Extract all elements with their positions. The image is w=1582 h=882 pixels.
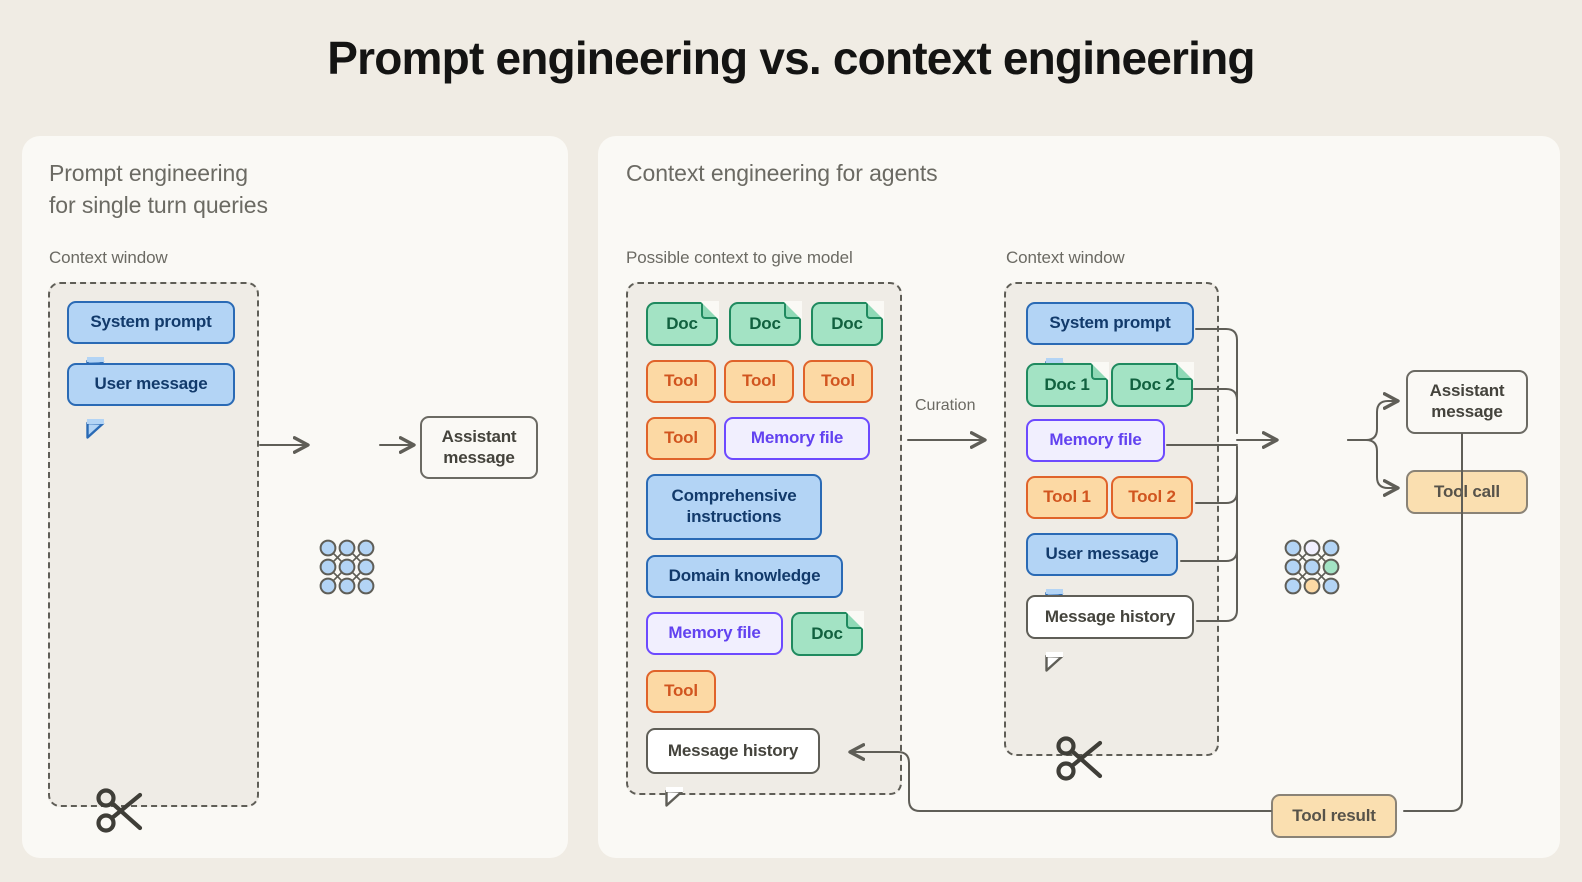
left-trim-scissors-icon bbox=[95, 784, 149, 836]
bubble-tail-icon bbox=[1045, 635, 1068, 672]
node-memory-file-1[interactable]: Memory file bbox=[724, 417, 870, 460]
node-label: System prompt bbox=[90, 312, 212, 332]
node-label: Tool bbox=[664, 371, 698, 391]
node-label: Memory file bbox=[1049, 430, 1142, 450]
curation-label: Curation bbox=[915, 397, 976, 414]
panel-prompt-engineering: Prompt engineering for single turn queri… bbox=[22, 136, 568, 858]
node-tool-3[interactable]: Tool bbox=[803, 360, 873, 403]
ctx-node-memory-file[interactable]: Memory file bbox=[1026, 419, 1165, 462]
node-label: Doc 1 bbox=[1044, 374, 1090, 394]
node-label: Comprehensive instructions bbox=[671, 486, 797, 526]
node-doc-2[interactable]: Doc bbox=[729, 301, 802, 346]
node-label: Doc 2 bbox=[1129, 374, 1175, 394]
node-label: Message history bbox=[1044, 606, 1176, 626]
output-assistant-message[interactable]: Assistant message bbox=[1406, 370, 1528, 434]
page-title: Prompt engineering vs. context engineeri… bbox=[327, 32, 1255, 84]
right-panel-heading: Context engineering for agents bbox=[626, 160, 938, 186]
left-context-window bbox=[48, 282, 259, 807]
left-panel-heading: Prompt engineering for single turn queri… bbox=[49, 160, 268, 218]
node-label: Memory file bbox=[668, 623, 761, 643]
node-domain-knowledge[interactable]: Domain knowledge bbox=[646, 555, 843, 598]
ctx-node-tool-2[interactable]: Tool 2 bbox=[1111, 476, 1193, 519]
node-label: Tool bbox=[821, 371, 855, 391]
node-label: User message bbox=[94, 374, 208, 394]
panel-context-engineering: Context engineering for agents Possible … bbox=[598, 136, 1560, 858]
node-label: Memory file bbox=[750, 428, 844, 448]
node-tool-1[interactable]: Tool bbox=[646, 360, 716, 403]
node-label: System prompt bbox=[1049, 313, 1171, 333]
possible-context-label: Possible context to give model bbox=[626, 248, 853, 267]
node-user-message[interactable]: User message bbox=[67, 363, 235, 439]
node-label: Message history bbox=[667, 740, 799, 760]
bubble-tail-icon bbox=[1045, 572, 1068, 609]
feedback-tool-result[interactable]: Tool result bbox=[1271, 794, 1397, 838]
ctx-node-system-prompt[interactable]: System prompt bbox=[1026, 302, 1194, 378]
node-label: Doc bbox=[831, 313, 863, 333]
right-context-window-label: Context window bbox=[1006, 248, 1125, 267]
ctx-node-doc-2[interactable]: Doc 2 bbox=[1111, 362, 1194, 407]
ctx-node-user-message[interactable]: User message bbox=[1026, 533, 1178, 609]
node-memory-file-2[interactable]: Memory file bbox=[646, 612, 783, 655]
left-output-assistant-message[interactable]: Assistant message bbox=[420, 416, 538, 479]
node-label: Tool 2 bbox=[1128, 487, 1176, 507]
node-tool-2[interactable]: Tool bbox=[724, 360, 794, 403]
bubble-tail-icon bbox=[86, 340, 109, 377]
node-label: Tool bbox=[664, 428, 698, 448]
node-label: Doc bbox=[811, 623, 843, 643]
agent-model-neural-network-icon bbox=[1281, 536, 1343, 598]
node-label: Domain knowledge bbox=[668, 566, 821, 586]
output-tool-call[interactable]: Tool call bbox=[1406, 470, 1528, 514]
left-context-window-label: Context window bbox=[49, 248, 168, 267]
node-label: Doc bbox=[749, 313, 781, 333]
bubble-tail-icon bbox=[665, 770, 688, 807]
right-trim-scissors-icon bbox=[1055, 732, 1109, 784]
node-label: Doc bbox=[666, 313, 698, 333]
node-comprehensive-instructions[interactable]: Comprehensive instructions bbox=[646, 474, 822, 540]
node-doc-1[interactable]: Doc bbox=[646, 301, 719, 346]
bubble-tail-icon bbox=[86, 402, 109, 439]
node-system-prompt[interactable]: System prompt bbox=[67, 301, 235, 377]
bubble-tail-icon bbox=[1045, 341, 1068, 378]
agent-context-window bbox=[1004, 282, 1219, 756]
node-label: Tool 1 bbox=[1043, 487, 1091, 507]
node-label: Tool call bbox=[1434, 481, 1500, 501]
ctx-node-doc-1[interactable]: Doc 1 bbox=[1026, 362, 1109, 407]
node-tool-4[interactable]: Tool bbox=[646, 417, 716, 460]
ctx-node-message-history[interactable]: Message history bbox=[1026, 595, 1194, 672]
node-label: Tool result bbox=[1292, 805, 1376, 825]
node-label: Assistant message bbox=[1429, 381, 1505, 421]
node-tool-5[interactable]: Tool bbox=[646, 670, 716, 713]
node-label: Tool bbox=[664, 681, 698, 701]
node-label: Tool bbox=[742, 371, 776, 391]
node-doc-4[interactable]: Doc bbox=[791, 611, 864, 656]
node-message-history-possible[interactable]: Message history bbox=[646, 728, 820, 807]
node-label: Assistant message bbox=[441, 426, 517, 467]
left-model-neural-network-icon bbox=[316, 536, 378, 598]
node-doc-3[interactable]: Doc bbox=[811, 301, 884, 346]
ctx-node-tool-1[interactable]: Tool 1 bbox=[1026, 476, 1108, 519]
node-label: User message bbox=[1045, 544, 1159, 564]
